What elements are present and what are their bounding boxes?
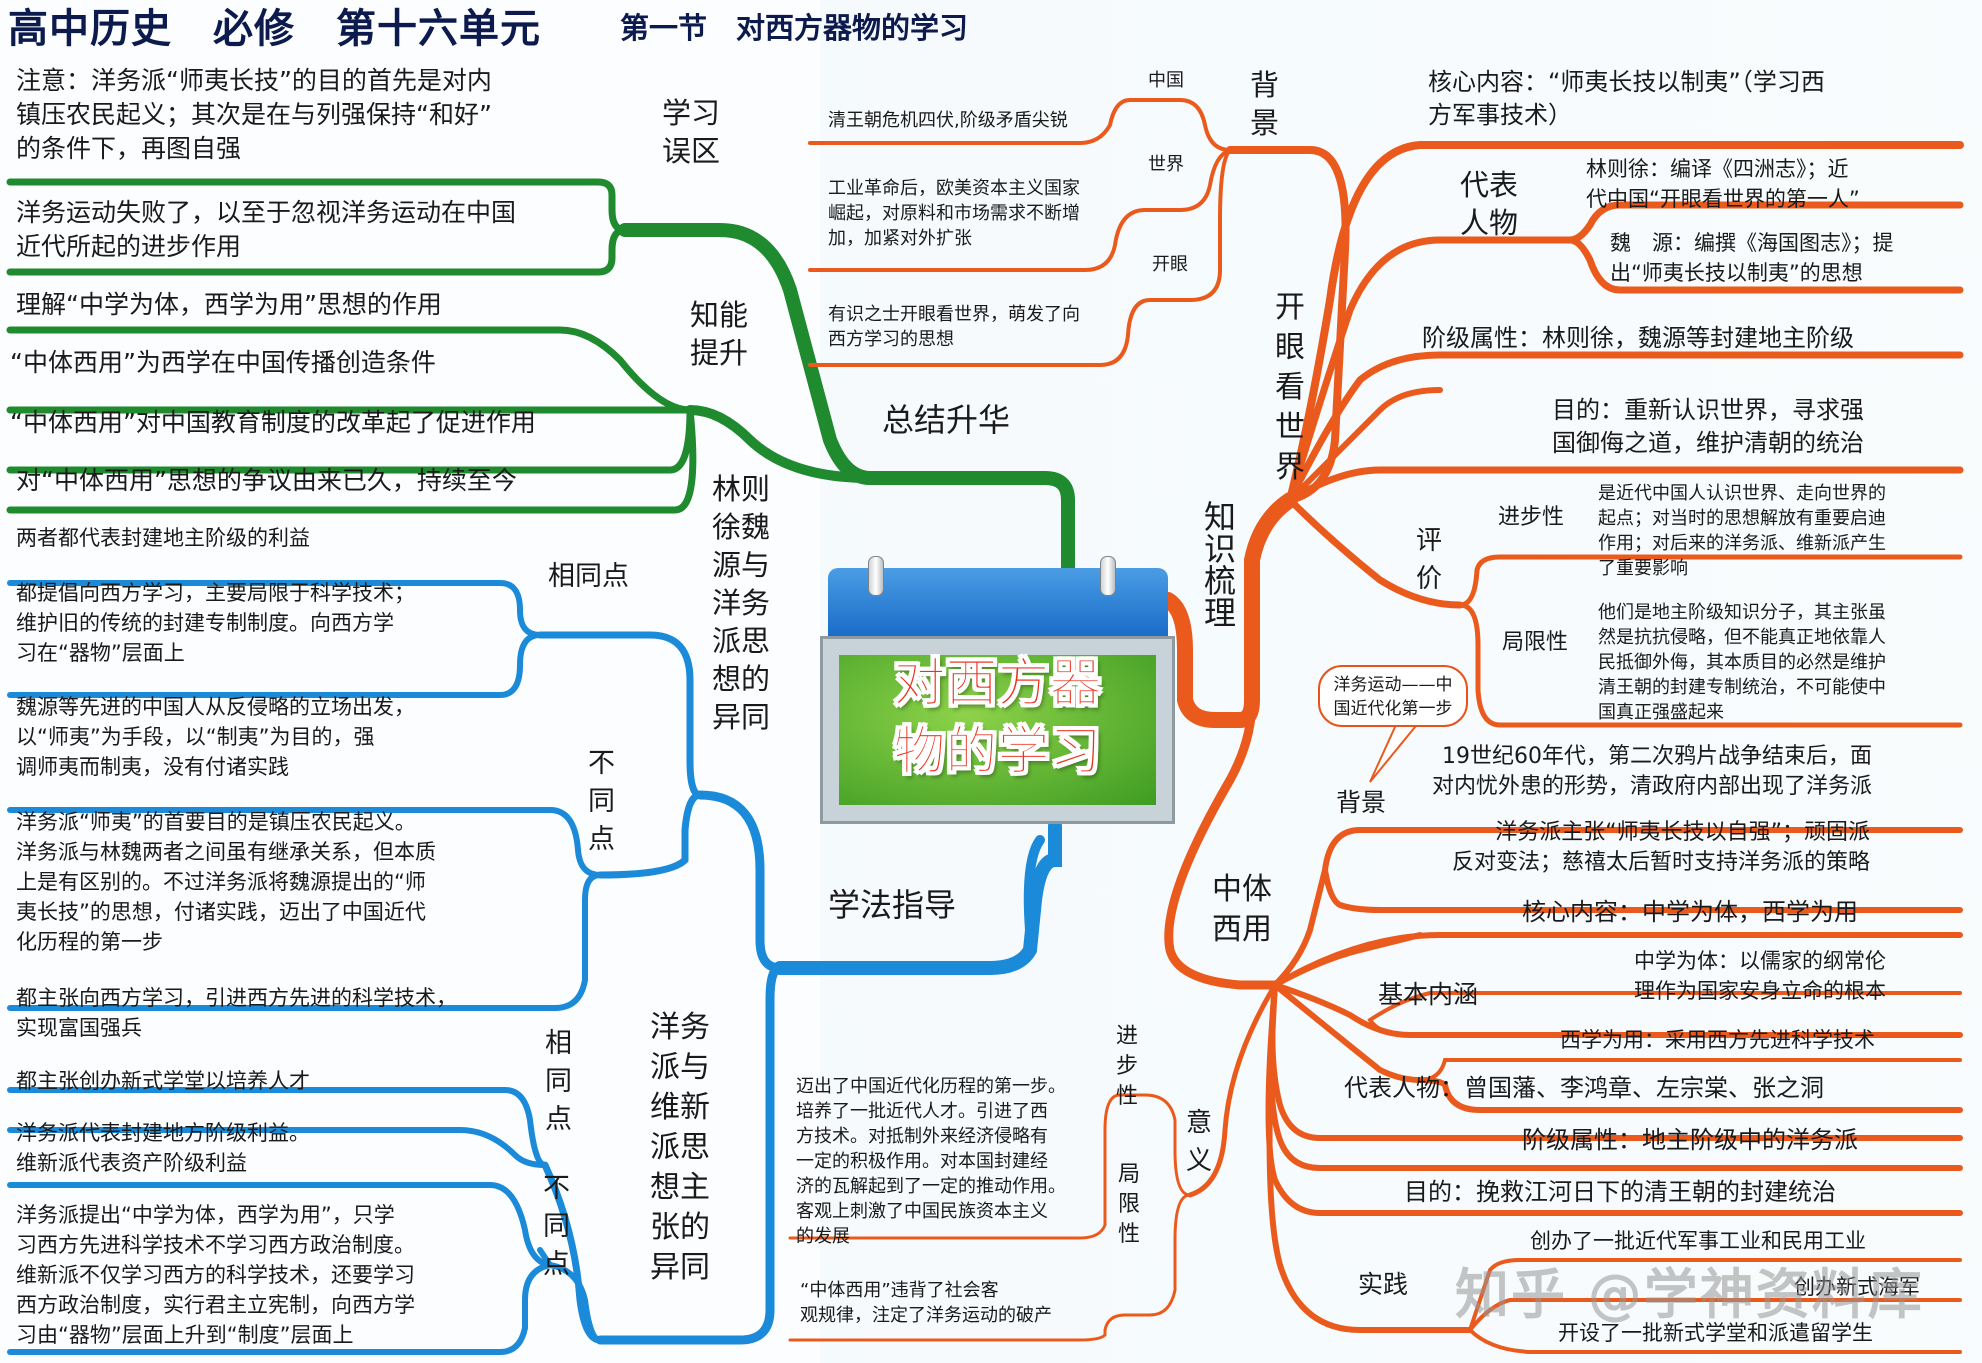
central-topic-card: 对西方器 物的学习 [820, 556, 1175, 826]
practice-label: 实践 [1358, 1270, 1409, 1299]
pitfall-label: 学习 误区 [662, 96, 721, 168]
compare2-diff-item-2: 洋务派提出“中学为体，西学为用”，只学 习西方先进科学技术不学习西方政治制度。 … [16, 1203, 415, 1347]
section-title: 第一节 对西方器物的学习 [620, 11, 969, 45]
evaluation-label: 评 价 [1416, 526, 1443, 594]
bg-world-label: 世界 [1148, 154, 1184, 175]
sig-progress-label: 进 步 性 [1116, 1024, 1139, 1109]
pitfall-item-1: 注意：洋务派“师夷长技”的目的首先是对内 镇压农民起义；其次是在与列强保持“和好… [16, 66, 492, 163]
compare1-same-item-2: 都提倡向西方学习，主要局限于科学技术； 维护旧的传统的封建专制制度。向西方学 习… [16, 581, 415, 665]
ability-item-1: 理解“中学为体，西学为用”思想的作用 [16, 290, 442, 319]
figure-wei-yuan: 魏 源：编撰《海国图志》；提 出“师夷长技以制夷”的思想 [1610, 231, 1894, 285]
compare2-same-item-2: 都主张创办新式学堂以培养人才 [16, 1069, 310, 1093]
zt-purpose: 目的：挽救江河日下的清王朝的封建统治 [1404, 1178, 1836, 1206]
branch-method[interactable]: 学法指导 [828, 886, 957, 924]
pitfall-item-2: 洋务运动失败了，以至于忽视洋务运动在中国 近代所起的进步作用 [16, 198, 517, 261]
compare2-same-item-1: 都主张向西方学习，引进西方先进的科学技术， 实现富国强兵 [16, 986, 457, 1040]
branch-summary[interactable]: 总结升华 [882, 401, 1011, 439]
ability-item-2: “中体西用”为西学在中国传播创造条件 [10, 348, 436, 377]
open-eyes-class-attr: 阶级属性：林则徐，魏源等封建地主阶级 [1422, 324, 1854, 352]
calendar-ring-icon [868, 556, 884, 596]
compare2-diff-item-1: 洋务派代表封建地方阶级利益。 维新派代表资产阶级利益 [16, 1121, 310, 1175]
figure-lin-zexu: 林则徐：编译《四洲志》；近 代中国“开眼看世界的第一人” [1586, 157, 1860, 211]
zt-background-item-1: 19世纪60年代，第二次鸦片战争结束后，面 对内忧外患的形势，清政府内部出现了洋… [1432, 744, 1873, 799]
callout-bubble: 洋务运动——中 国近代化第一步 [1318, 665, 1468, 727]
central-topic-line2: 物的学习 [893, 722, 1102, 783]
progressive-label: 进步性 [1498, 505, 1565, 530]
central-topic-line1: 对西方器 [893, 654, 1102, 715]
compare-yangwu-weixin-label: 洋务 派与 维新 派思 想主 张的 异同 [650, 1010, 710, 1285]
compare1-same-label: 相同点 [548, 561, 629, 592]
page-title: 高中历史 必修 第十六单元 [8, 6, 541, 52]
calendar-green-panel [839, 655, 1156, 805]
branch-knowledge-label: 知识梳理 [1199, 500, 1237, 628]
sig-progress-text: 迈出了中国近代化历程的第一步。 培养了一批近代人才。引进了西 方技术。对抵制外来… [796, 1076, 1066, 1247]
zhongti-xiyong-label: 中体 西用 [1212, 872, 1272, 947]
zt-class-attr: 阶级属性：地主阶级中的洋务派 [1522, 1126, 1858, 1154]
compare2-diff-label: 不 同 点 [543, 1173, 570, 1280]
significance-label: 意 义 [1186, 1108, 1213, 1176]
open-eyes-label: 开 眼 看 世 界 [1275, 290, 1305, 485]
sig-limit-text: “中体西用”违背了社会客 观规律，注定了洋务运动的破产 [800, 1280, 1052, 1326]
ability-label: 知能 提升 [690, 298, 749, 370]
practice-item-1: 创办了一批近代军事工业和民用工业 [1530, 1229, 1866, 1253]
bg-china-label: 中国 [1148, 70, 1184, 91]
zt-background-label: 背景 [1336, 788, 1387, 817]
figures-label: 代表 人物 [1460, 168, 1519, 240]
bg-openeyes-label: 开眼 [1152, 254, 1188, 275]
practice-item-3: 开设了一批新式学堂和派遣留学生 [1558, 1321, 1873, 1345]
open-eyes-core-content: 核心内容：“师夷长技以制夷”（学习西 方军事技术） [1428, 68, 1825, 129]
compare2-same-label: 相 同 点 [545, 1028, 572, 1135]
ability-item-3: “中体西用”对中国教育制度的改革起了促进作用 [10, 408, 536, 437]
practice-item-2: 创办新式海军 [1794, 1275, 1920, 1299]
branch-knowledge[interactable]: 知识梳理 [1196, 500, 1237, 639]
bg-china-text: 清王朝危机四伏,阶级矛盾尖锐 [828, 110, 1068, 131]
compare1-diff-label: 不 同 点 [588, 748, 615, 855]
compare-lin-wei-yangwu-label: 林则 徐魏 源与 洋务 派思 想的 异同 [712, 472, 771, 734]
background-label: 背 景 [1250, 68, 1280, 140]
zt-core-content: 核心内容：中学为体，西学为用 [1522, 898, 1858, 926]
watermark: 知乎 @学神资料库 [1455, 1263, 1924, 1326]
limitation-text: 他们是地主阶级知识分子，其主张虽 然是抗抗侵略，但不能真正地依靠人 民抵御外侮，… [1598, 602, 1886, 723]
open-eyes-purpose: 目的：重新认识世界，寻求强 国御侮之道，维护清朝的统治 [1552, 396, 1864, 457]
zt-figures: 代表人物：曾国藩、李鸿章、左宗棠、张之洞 [1344, 1074, 1824, 1102]
ability-item-4: 对“中体西用”思想的争议由来已久，持续至今 [16, 466, 517, 495]
zt-background-item-2: 洋务派主张“师夷长技以自强”；顽固派 反对变法；慈禧太后暂时支持洋务派的策略 [1452, 820, 1871, 875]
compare1-diff-item-2: 洋务派“师夷”的首要目的是镇压农民起义。 洋务派与林魏两者之间虽有继承关系，但本… [16, 810, 436, 954]
limitation-label: 局限性 [1502, 630, 1569, 655]
zt-basic-label: 基本内涵 [1378, 980, 1479, 1009]
calendar-body [820, 636, 1175, 824]
calendar-ring-icon [1100, 556, 1116, 596]
zt-basic-item-1: 中学为体：以儒家的纲常伦 理作为国家安身立命的根本 [1634, 949, 1886, 1003]
bg-openeyes-text: 有识之士开眼看世界，萌发了向 西方学习的思想 [828, 304, 1080, 350]
progressive-text: 是近代中国人认识世界、走向世界的 起点；对当时的思想解放有重要启迪 作用；对后来… [1598, 483, 1886, 579]
sig-limit-label: 局 限 性 [1118, 1162, 1141, 1247]
zt-basic-item-2: 西学为用：采用西方先进科学技术 [1560, 1028, 1875, 1052]
bg-world-text: 工业革命后，欧美资本主义国家 崛起，对原料和市场需求不断增 加，加紧对外扩张 [828, 178, 1080, 249]
compare1-diff-item-1: 魏源等先进的中国人从反侵略的立场出发， 以“师夷”为手段，以“制夷”为目的，强 … [16, 695, 415, 779]
compare1-same-item-1: 两者都代表封建地主阶级的利益 [16, 526, 310, 550]
